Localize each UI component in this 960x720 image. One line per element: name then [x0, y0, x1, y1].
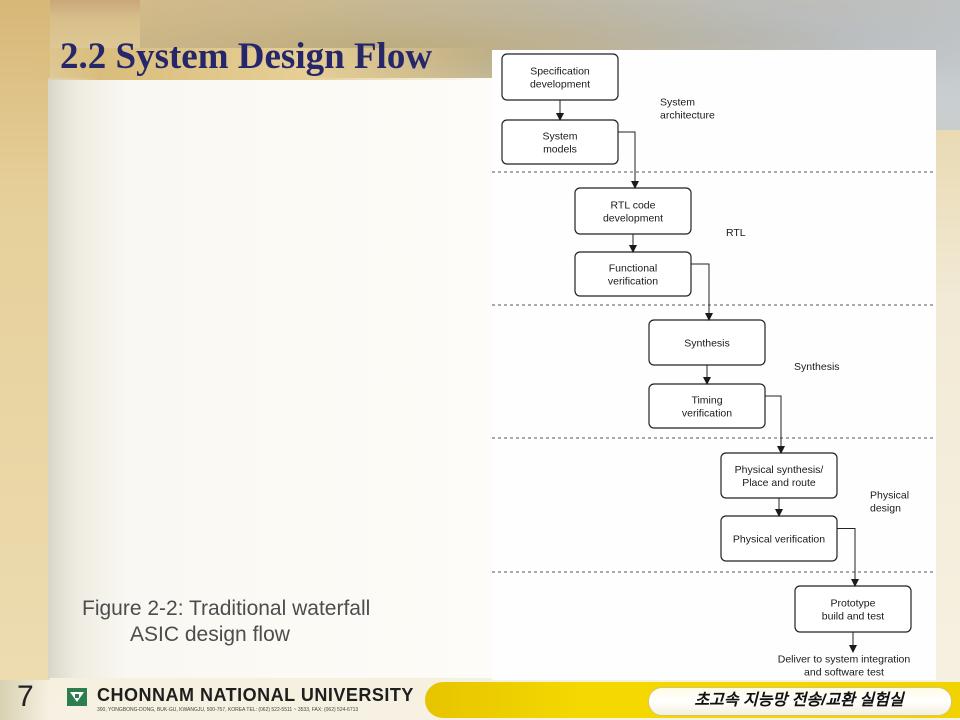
flow-step-4-label-line-2: verification — [608, 276, 658, 288]
figure-caption: Figure 2-2: Traditional waterfall ASIC d… — [82, 596, 482, 648]
phase-label-4-line-1: Physical — [870, 490, 909, 502]
flow-step-4-label-line-1: Functional — [609, 263, 657, 275]
flow-step-8-label-line-1: Physical verification — [733, 534, 825, 546]
university-logo-icon — [67, 688, 87, 706]
flow-arrow-2 — [618, 131, 639, 189]
flow-step-5-label-line-1: Synthesis — [684, 338, 730, 350]
flow-arrow-4 — [691, 263, 713, 321]
lab-banner-pill — [648, 687, 952, 716]
university-name: CHONNAM NATIONAL UNIVERSITY — [97, 685, 414, 705]
flow-step-9-label-line-1: Prototype — [831, 598, 876, 610]
phase-label-4-line-2: design — [870, 503, 901, 515]
phase-label-1-line-1: System — [660, 97, 695, 109]
flow-arrow-8 — [837, 528, 859, 587]
flow-step-2-label-line-2: models — [543, 144, 577, 156]
final-step-line-1: Deliver to system integration — [778, 654, 911, 666]
lab-name: 초고속 지능망 전송/교환 실험실 — [694, 692, 904, 709]
final-step-line-2: and software test — [804, 667, 884, 679]
flow-step-7-label-line-2: Place and route — [742, 477, 816, 489]
flow-chart-svg: SpecificationdevelopmentSystemmodelsRTL … — [492, 53, 936, 679]
flow-step-2-label-line-1: System — [542, 131, 577, 143]
flow-step-3-label-line-1: RTL code — [611, 200, 656, 212]
flow-step-1-label-line-1: Specification — [530, 66, 590, 78]
phase-label-2-line-1: RTL — [726, 227, 746, 239]
flow-step-6-label-line-2: verification — [682, 408, 732, 420]
slide-title: 2.2 System Design Flow — [60, 36, 433, 77]
caption-line-2: ASIC design flow — [130, 623, 290, 646]
flow-step-7-label-line-1: Physical synthesis/ — [735, 464, 824, 476]
slide-number: 7 — [17, 680, 34, 713]
flow-arrow-6 — [765, 395, 785, 454]
phase-label-1-line-2: architecture — [660, 110, 715, 122]
flow-step-6-label-line-1: Timing — [691, 395, 722, 407]
flow-step-1-label-line-2: development — [530, 79, 590, 91]
caption-line-1: Figure 2-2: Traditional waterfall — [82, 597, 371, 620]
flow-step-9-label-line-2: build and test — [822, 611, 885, 623]
content-panel — [48, 78, 498, 678]
title-highlight-band — [30, 48, 490, 80]
university-address: 300, YONGBONG-DONG, BUK-GU, KWANGJU, 500… — [97, 707, 359, 713]
left-decorative-strip — [0, 0, 50, 680]
phase-label-3-line-1: Synthesis — [794, 361, 840, 373]
flow-step-3-label-line-2: development — [603, 213, 663, 225]
